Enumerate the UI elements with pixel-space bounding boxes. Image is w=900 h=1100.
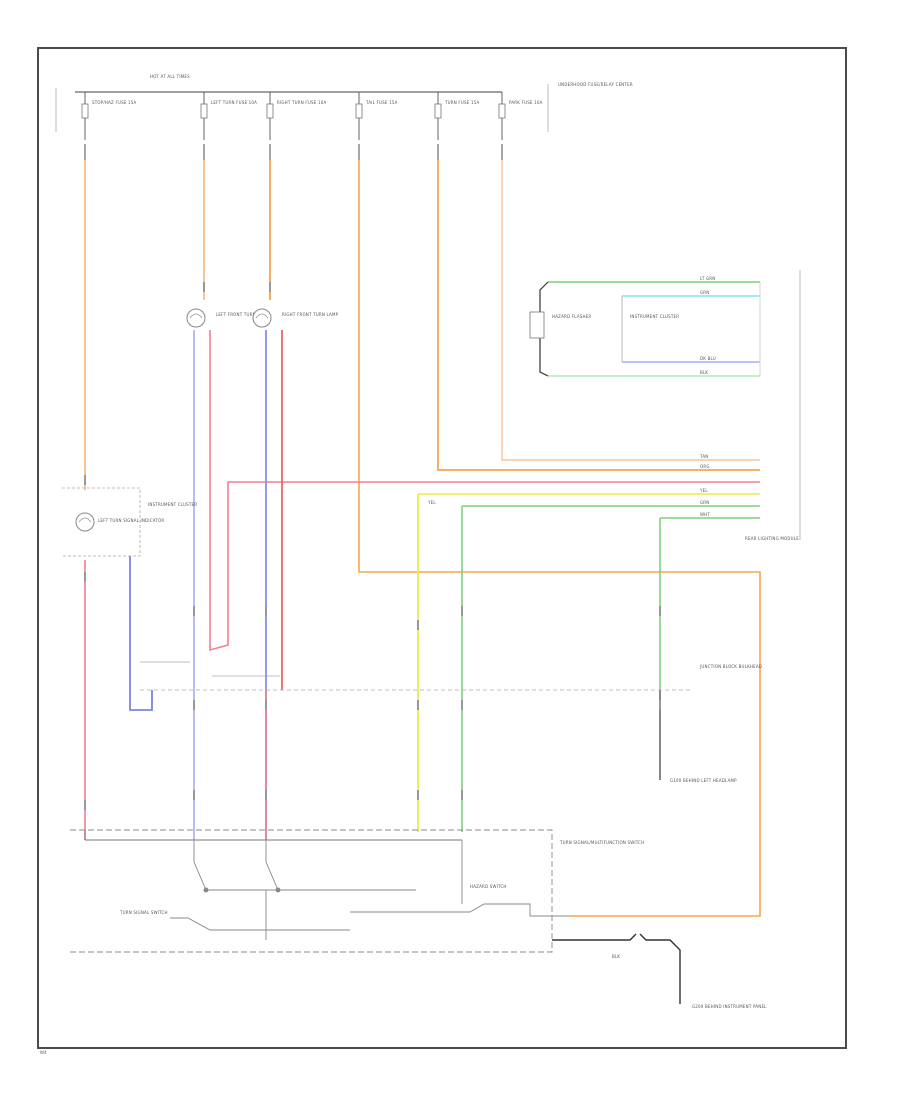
cluster-left-label: INSTRUMENT CLUSTER (148, 502, 197, 507)
fuse-1-label: STOP/HAZ FUSE 15A (92, 100, 137, 105)
hazard-switch-label: HAZARD SWITCH (470, 884, 507, 889)
fuse-2-label: LEFT TURN FUSE 10A (211, 100, 257, 105)
wire-left-pink (209, 330, 760, 652)
left-bulb (186, 308, 206, 328)
fuse-block-label: UNDERHOOD FUSE/RELAY CENTER (558, 82, 633, 87)
turn-switch-label: TURN SIGNAL SWITCH (119, 910, 168, 915)
bundle-wht: WHT (700, 512, 710, 517)
inset-wire-ltgrn: LT GRN (700, 276, 715, 281)
fuse-symbols (81, 103, 506, 119)
right-bulb (252, 308, 272, 328)
connector-left-label: LEFT TURN SIGNAL INDICATOR (98, 518, 164, 523)
wire-tail-orange (358, 160, 761, 917)
bottom-connector-label: BLK (612, 954, 620, 959)
fuse-6-label: PARK FUSE 10A (509, 100, 543, 105)
multifunction-switch (70, 829, 570, 953)
multi-switch-label: TURN SIGNAL/MULTIFUNCTION SWITCH (559, 840, 644, 845)
connector-pins (84, 282, 661, 810)
junction-label: JUNCTION BLOCK BULKHEAD (699, 664, 762, 669)
bundle-grn: GRN (700, 500, 709, 505)
inset-wire-dkblu: DK BLU (700, 356, 716, 361)
ground-1-label: G100 BEHIND LEFT HEADLAMP (670, 778, 737, 783)
inset-wire-blk: BLK (700, 370, 708, 375)
wire-ground-blk (552, 933, 681, 1004)
hazard-flasher-label: HAZARD FLASHER (552, 314, 591, 319)
wire-cluster-blue (129, 556, 153, 711)
fuse-pins (84, 144, 503, 160)
bundle-yel-left: YEL (427, 500, 436, 505)
left-bulb-label: LEFT FRONT TURN LAMP (216, 312, 269, 317)
top-bus-label: HOT AT ALL TIMES (150, 74, 190, 79)
cluster-block (62, 487, 141, 557)
fuse-5-label: TURN FUSE 15A (444, 100, 479, 105)
inset-panel (529, 270, 801, 540)
bundle-org: ORG (700, 464, 710, 469)
frame-label: W4 (40, 1050, 47, 1055)
cluster-label: INSTRUMENT CLUSTER (630, 314, 679, 319)
bundle-tan: TAN (699, 454, 708, 459)
wire-park-orange (501, 160, 760, 461)
ground-2-label: G200 BEHIND INSTRUMENT PANEL (692, 1004, 767, 1009)
rear-module-label: REAR LIGHTING MODULE (745, 536, 799, 541)
inset-wire-grn: GRN (700, 290, 709, 295)
fuse-4-label: TAIL FUSE 15A (365, 100, 398, 105)
wire-turn-orange (437, 160, 760, 471)
right-bulb-label: RIGHT FRONT TURN LAMP (282, 312, 339, 317)
page-border (37, 47, 847, 1049)
bundle-yel: YEL (699, 488, 708, 493)
fuse-3-label: RIGHT TURN FUSE 10A (277, 100, 326, 105)
